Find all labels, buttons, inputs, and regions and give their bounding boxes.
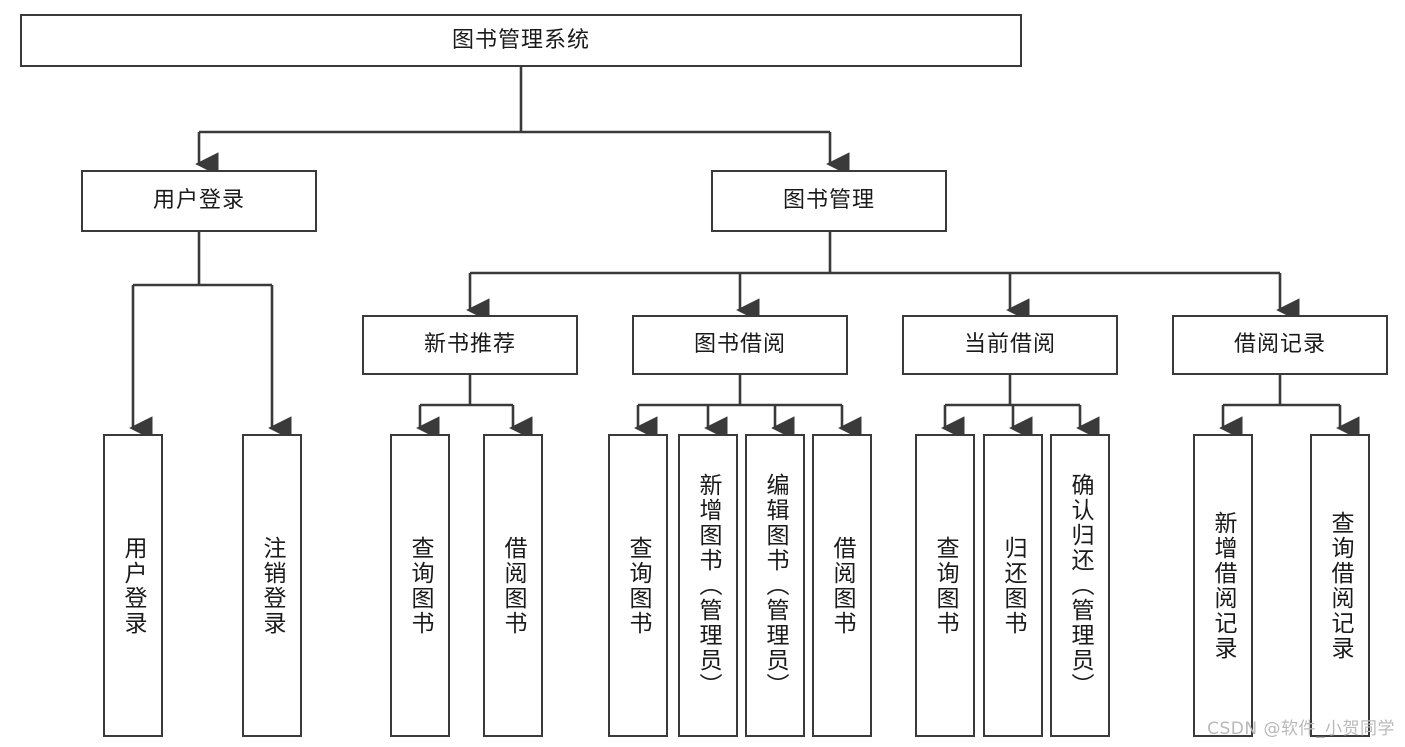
leaf-add-borrow-record[interactable]: 新增借阅记录: [1193, 434, 1253, 737]
node-label: 确认归还（管理员）: [1067, 473, 1094, 698]
node-label: 图书管理: [782, 188, 875, 214]
node-current-borrow[interactable]: 当前借阅: [902, 315, 1118, 375]
node-label: 查询图书: [407, 535, 434, 636]
leaf-query-book-current[interactable]: 查询图书: [915, 434, 975, 737]
leaf-borrow-book-recommend[interactable]: 借阅图书: [483, 434, 543, 737]
leaf-query-book-recommend[interactable]: 查询图书: [390, 434, 450, 737]
leaf-query-borrow-record[interactable]: 查询借阅记录: [1310, 434, 1370, 737]
leaf-query-book-borrow[interactable]: 查询图书: [608, 434, 668, 737]
node-borrow-records[interactable]: 借阅记录: [1172, 315, 1388, 375]
node-label: 查询图书: [932, 535, 959, 636]
leaf-add-book-admin[interactable]: 新增图书（管理员）: [678, 434, 738, 737]
node-label: 新书推荐: [423, 332, 516, 358]
node-label: 当前借阅: [963, 332, 1056, 358]
leaf-return-book[interactable]: 归还图书: [983, 434, 1043, 737]
node-label: 编辑图书（管理员）: [762, 473, 789, 698]
watermark-text: CSDN @软件_小贺同学: [1207, 719, 1395, 739]
node-book-borrow[interactable]: 图书借阅: [632, 315, 848, 375]
leaf-borrow-book[interactable]: 借阅图书: [812, 434, 872, 737]
node-label: 用户登录: [152, 188, 245, 214]
node-label: 借阅图书: [500, 535, 527, 636]
node-label: 新增图书（管理员）: [695, 473, 722, 698]
node-label: 借阅图书: [829, 535, 856, 636]
leaf-edit-book-admin[interactable]: 编辑图书（管理员）: [745, 434, 805, 737]
node-label: 图书借阅: [693, 332, 786, 358]
node-label: 查询借阅记录: [1327, 510, 1354, 661]
node-label: 图书管理系统: [451, 27, 590, 53]
node-label: 用户登录: [120, 535, 147, 636]
node-new-book-recommend[interactable]: 新书推荐: [362, 315, 578, 375]
node-user-login[interactable]: 用户登录: [81, 170, 317, 232]
node-label: 归还图书: [1000, 535, 1027, 636]
node-label: 注销登录: [259, 535, 286, 636]
leaf-logout[interactable]: 注销登录: [242, 434, 302, 737]
node-label: 查询图书: [625, 535, 652, 636]
node-label: 新增借阅记录: [1210, 510, 1237, 661]
node-label: 借阅记录: [1233, 332, 1326, 358]
leaf-confirm-return-admin[interactable]: 确认归还（管理员）: [1050, 434, 1110, 737]
leaf-user-login[interactable]: 用户登录: [103, 434, 163, 737]
node-root-book-management-system[interactable]: 图书管理系统: [20, 14, 1022, 67]
node-book-management[interactable]: 图书管理: [711, 170, 947, 232]
